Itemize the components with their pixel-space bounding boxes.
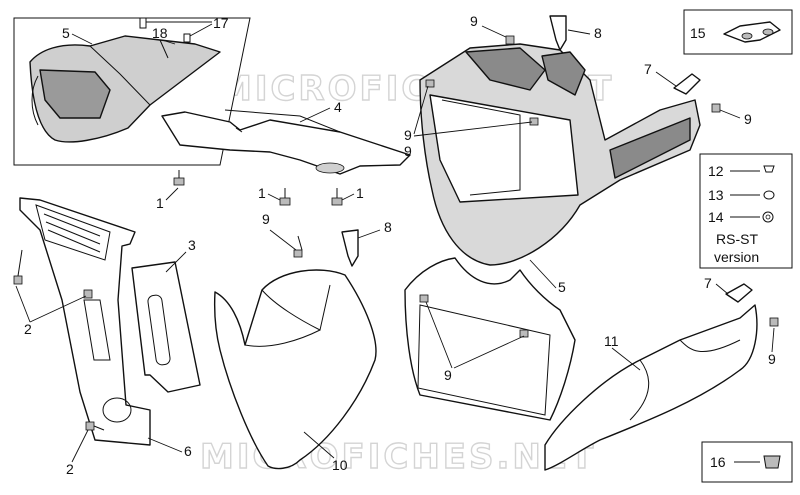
bracket-8-middle [341,229,359,267]
label-part-9-top: 9 [470,13,478,29]
screw-9-middle [293,235,303,258]
legend-label-16: 16 [710,454,726,470]
screw-9-right-bottom [769,317,779,327]
bracket-8-top [549,15,567,51]
screw-1-middle [279,188,291,206]
label-part-6: 6 [184,443,192,459]
label-part-2-top: 2 [24,321,32,337]
legend-item-13: 13 [708,187,724,203]
legend-version-line2: version [714,249,759,265]
label-part-4: 4 [334,99,342,115]
screw-9-top [505,35,515,45]
label-part-10: 10 [332,457,348,473]
legend-item-14: 14 [708,209,724,225]
label-part-7-bottom: 7 [704,275,712,291]
label-part-1-middle: 1 [258,185,266,201]
label-part-5-middle: 5 [558,279,566,295]
label-inset-5: 5 [62,25,70,41]
label-part-1-left: 1 [156,195,164,211]
part-3-cover-strip [131,261,201,393]
legend-rs-st: 12 13 14 RS-ST version [699,153,793,269]
label-part-9-left-b: 9 [404,143,412,159]
part-11-belly-pan [544,304,758,471]
label-part-9-left-a: 9 [404,127,412,143]
part-5-upper-fairing [419,43,701,266]
label-part-9-right-top: 9 [744,111,752,127]
label-part-2-bottom: 2 [66,461,74,477]
part-2-side-panel [13,197,151,446]
part-5-front-panel [404,257,576,421]
label-part-8-top: 8 [594,25,602,41]
label-part-9-panel: 9 [444,367,452,383]
assembled-fairing-inset [13,17,251,166]
label-inset-17: 17 [213,15,229,31]
screw-9-right-top [711,103,721,113]
label-part-8-middle: 8 [384,219,392,235]
label-part-11: 11 [604,333,619,349]
label-part-9-right-bottom: 9 [768,351,776,367]
part-4-bracket-plate [161,109,411,175]
grommet-16-icon [763,455,781,469]
screw-1-left [173,170,185,186]
legend-box-15 [683,9,793,55]
legend-item-12: 12 [708,163,724,179]
screw-1-right [331,188,343,206]
part-10-lower-inner-fairing [213,269,377,470]
legend-version-line1: RS-ST [716,231,758,247]
label-inset-18: 18 [152,25,168,41]
washer-13-icon [763,190,775,200]
label-part-9-middle: 9 [262,211,270,227]
label-part-7-top: 7 [644,61,652,77]
screw-12-icon [763,165,775,173]
legend-box-16 [701,441,793,483]
legend-label-15: 15 [690,25,706,41]
label-part-1-right: 1 [356,185,364,201]
bracket-7-top [673,73,701,95]
bracket-7-bottom [725,283,753,303]
label-part-3: 3 [188,237,196,253]
